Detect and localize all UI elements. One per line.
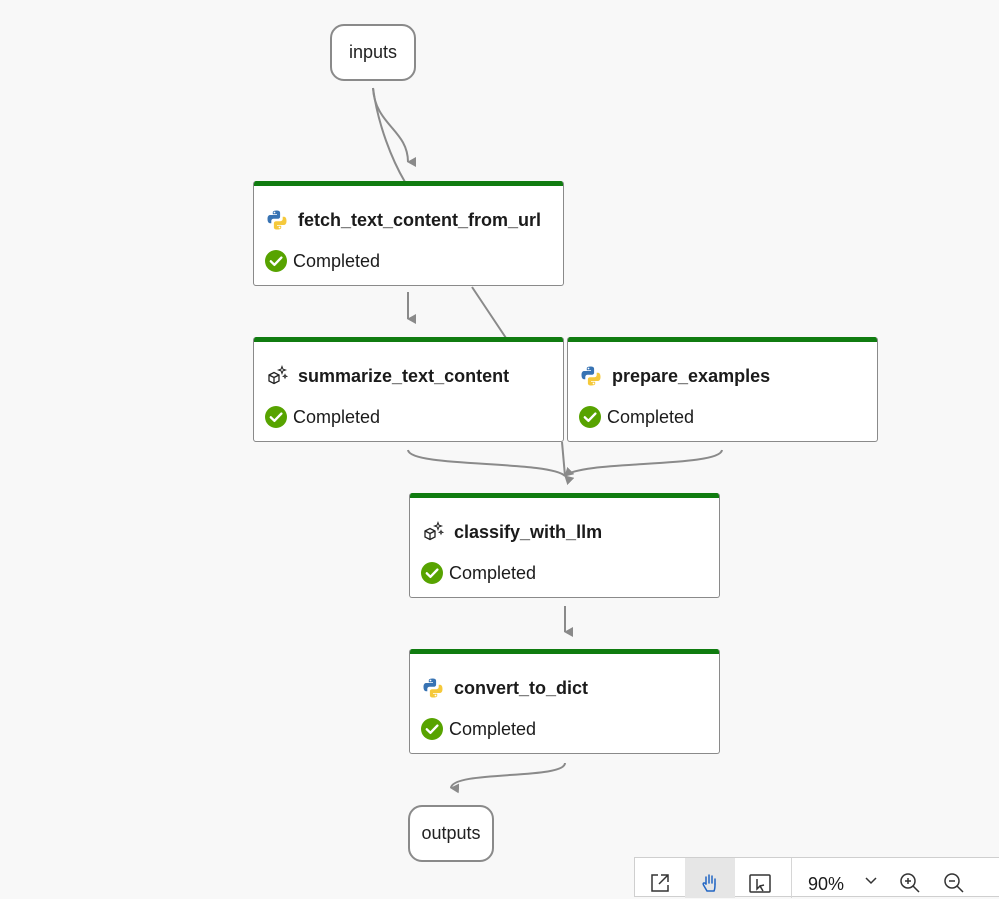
fit-to-screen-icon [649, 872, 671, 899]
graph-toolbar: 90% [634, 857, 999, 898]
outputs-label: outputs [421, 823, 481, 843]
node-status: Completed [293, 406, 381, 427]
python-icon [580, 365, 602, 387]
node-status: Completed [607, 406, 695, 427]
node-title: classify_with_llm [454, 521, 603, 542]
node-title: summarize_text_content [298, 365, 510, 386]
chevron-down-icon [863, 872, 879, 893]
edge-fetch-through-to-classify [561, 441, 566, 477]
pan-hand-icon [699, 872, 721, 899]
completed-check-icon [421, 718, 443, 740]
node-title: prepare_examples [612, 365, 771, 386]
status-bar [410, 649, 719, 654]
status-bar [254, 181, 563, 186]
python-icon [266, 209, 288, 231]
inputs-label: inputs [348, 42, 398, 62]
fit-to-screen-button[interactable] [635, 858, 685, 898]
edge-summarize-to-classify [407, 449, 575, 477]
python-icon [422, 677, 444, 699]
node-convert-to-dict[interactable]: convert_to_dict Completed [409, 649, 720, 754]
edge-fetch-to-prepare [471, 286, 507, 339]
node-summarize-text-content[interactable]: summarize_text_content Completed [253, 337, 564, 442]
completed-check-icon [265, 250, 287, 272]
zoom-in-icon [899, 872, 921, 899]
completed-check-icon [579, 406, 601, 428]
status-bar [568, 337, 877, 342]
status-bar [410, 493, 719, 498]
edge-convert-to-outputs [450, 762, 566, 794]
node-prepare-examples[interactable]: prepare_examples Completed [567, 337, 878, 442]
toolbar-divider [791, 858, 792, 898]
node-status: Completed [449, 718, 537, 739]
zoom-in-button[interactable] [888, 858, 932, 898]
zoom-out-button[interactable] [932, 858, 976, 898]
node-status: Completed [449, 562, 537, 583]
node-fetch-text-content-from-url[interactable]: fetch_text_content_from_url Completed [253, 181, 564, 286]
node-status: Completed [293, 250, 381, 271]
select-mode-button[interactable] [735, 858, 785, 898]
edge-inputs-to-prepare [372, 87, 406, 183]
pan-mode-button[interactable] [685, 858, 735, 898]
status-bar [254, 337, 563, 342]
completed-check-icon [265, 406, 287, 428]
node-title: convert_to_dict [454, 677, 589, 698]
node-title: fetch_text_content_from_url [298, 209, 542, 230]
zoom-level: 90% [807, 874, 845, 894]
inputs-node[interactable]: inputs [330, 24, 416, 81]
outputs-node[interactable]: outputs [408, 805, 494, 862]
edge-prepare-to-classify [564, 449, 723, 486]
completed-check-icon [421, 562, 443, 584]
select-pointer-icon [748, 872, 772, 899]
zoom-out-icon [943, 872, 965, 899]
node-classify-with-llm[interactable]: classify_with_llm Completed [409, 493, 720, 598]
llm-sparkle-icon [422, 521, 444, 543]
llm-sparkle-icon [266, 365, 288, 387]
zoom-dropdown-button[interactable] [854, 858, 888, 898]
